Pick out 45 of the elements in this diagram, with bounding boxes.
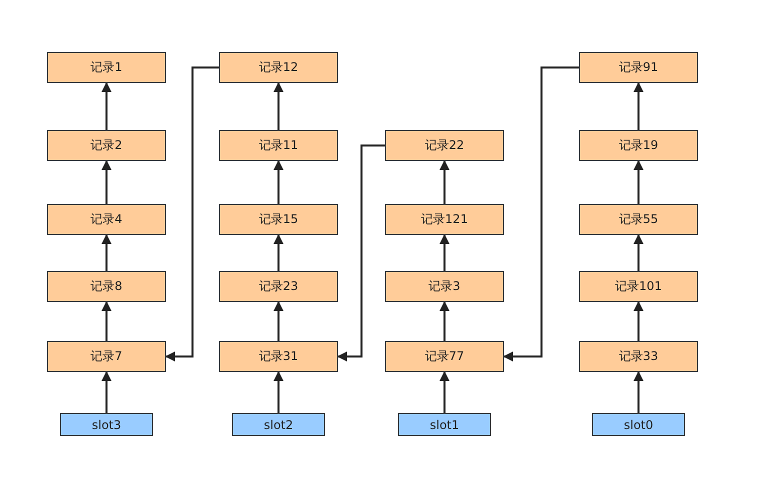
slot-box: slot0: [592, 413, 685, 436]
record-box: 记录1: [47, 52, 166, 83]
arrow: [274, 371, 284, 413]
arrow: [102, 301, 112, 341]
arrow: [274, 160, 284, 204]
record-box: 记录11: [219, 130, 338, 161]
record-box: 记录3: [385, 271, 504, 302]
slot-box: slot1: [398, 413, 491, 436]
arrow: [165, 66, 219, 362]
record-box: 记录19: [579, 130, 698, 161]
arrow: [440, 371, 450, 413]
arrow: [634, 371, 644, 413]
slot-box: slot3: [60, 413, 153, 436]
arrow: [440, 234, 450, 271]
arrow: [337, 144, 385, 362]
record-box: 记录7: [47, 341, 166, 372]
record-box: 记录55: [579, 204, 698, 235]
record-box: 记录22: [385, 130, 504, 161]
record-box: 记录12: [219, 52, 338, 83]
arrow: [102, 371, 112, 413]
arrow: [634, 160, 644, 204]
record-box: 记录31: [219, 341, 338, 372]
arrow: [440, 301, 450, 341]
arrow: [503, 66, 579, 362]
arrow: [274, 301, 284, 341]
record-box: 记录121: [385, 204, 504, 235]
record-box: 记录4: [47, 204, 166, 235]
record-box: 记录15: [219, 204, 338, 235]
record-box: 记录77: [385, 341, 504, 372]
arrow: [634, 234, 644, 271]
arrow: [274, 234, 284, 271]
arrow: [634, 301, 644, 341]
record-box: 记录23: [219, 271, 338, 302]
record-box: 记录8: [47, 271, 166, 302]
arrow: [634, 82, 644, 130]
arrow: [440, 160, 450, 204]
record-box: 记录91: [579, 52, 698, 83]
slot-box: slot2: [232, 413, 325, 436]
arrow: [274, 82, 284, 130]
record-box: 记录2: [47, 130, 166, 161]
record-box: 记录33: [579, 341, 698, 372]
arrow: [102, 234, 112, 271]
arrow: [102, 160, 112, 204]
arrow: [102, 82, 112, 130]
record-box: 记录101: [579, 271, 698, 302]
